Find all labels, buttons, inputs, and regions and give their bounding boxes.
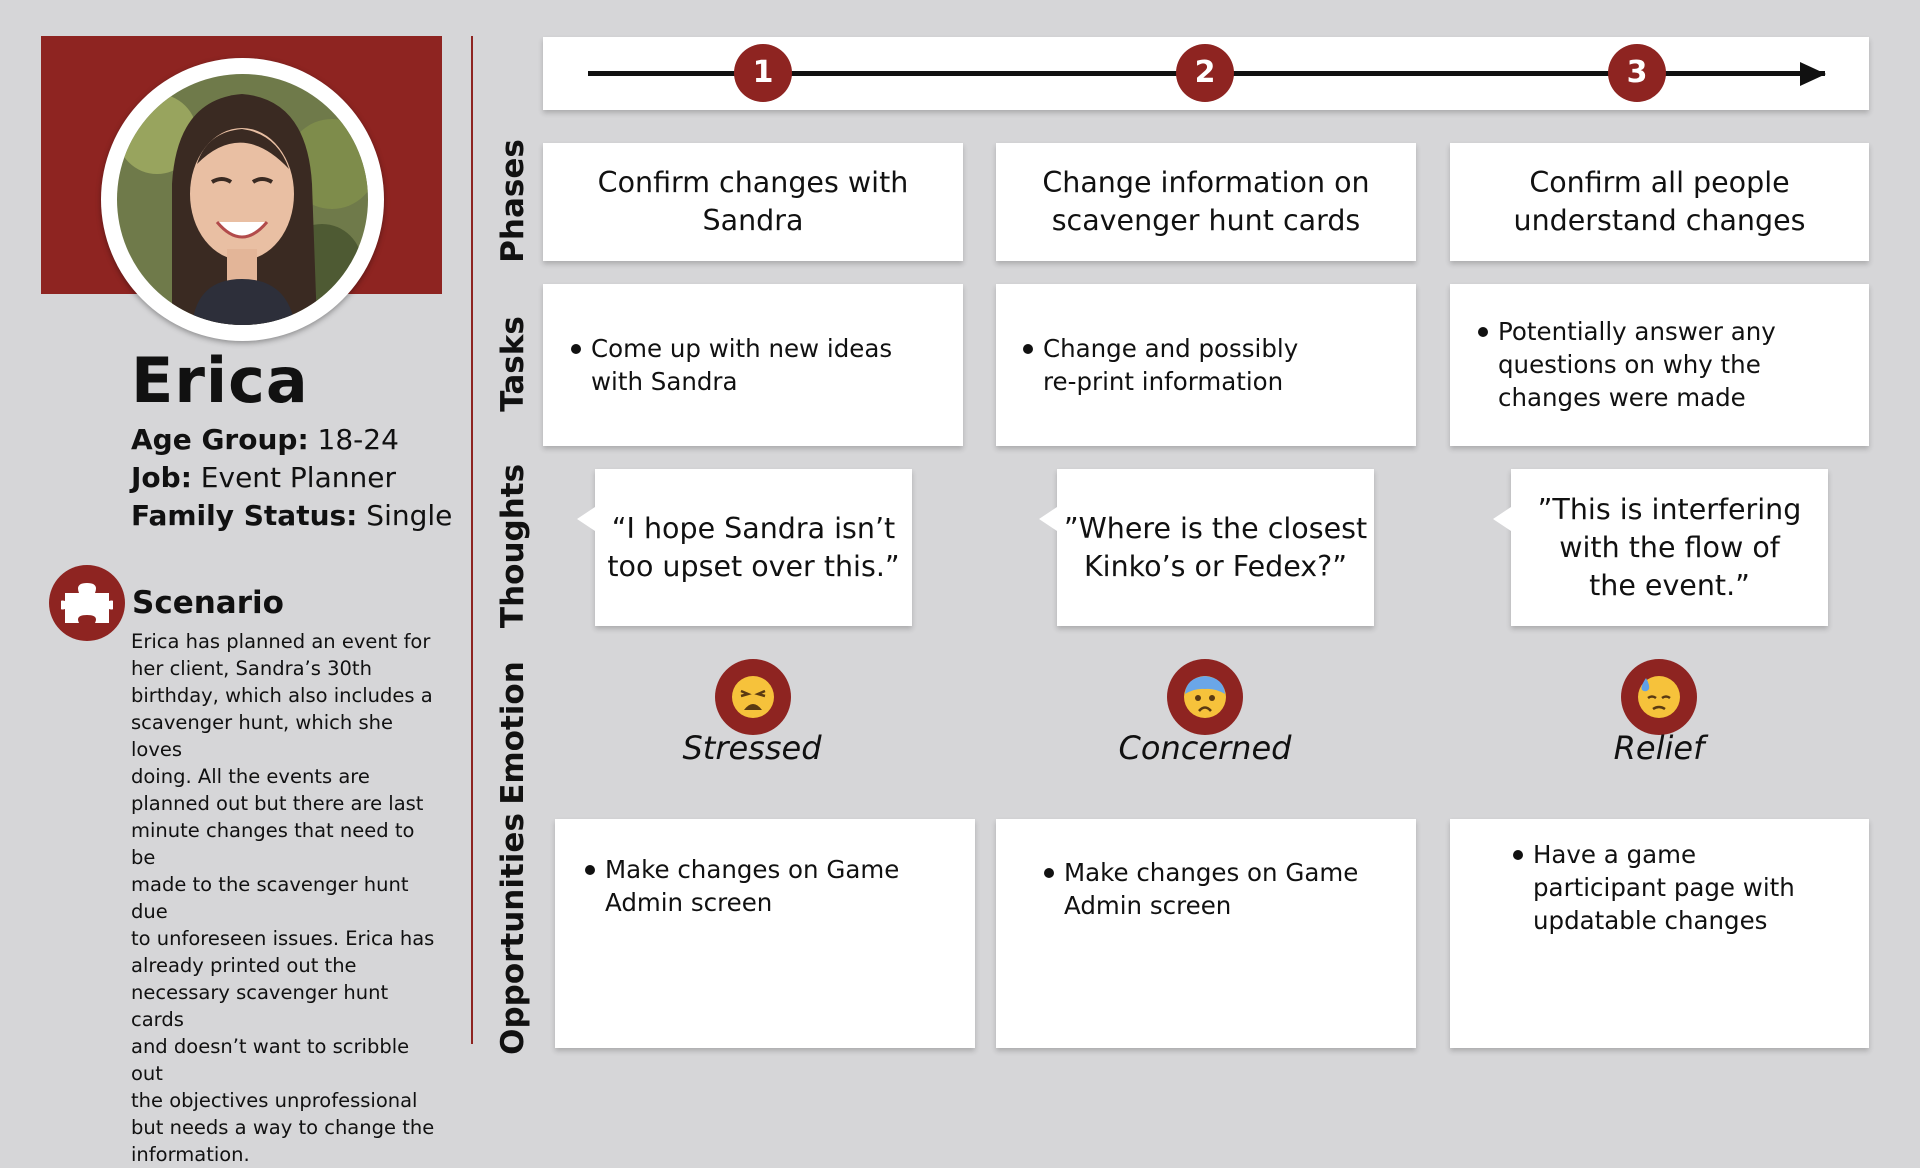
step-marker-3: 3 — [1608, 44, 1666, 102]
thought-bubble-3: ”This is interfering with the flow of th… — [1493, 469, 1828, 626]
phase-card-1: Confirm changes with Sandra — [543, 143, 963, 261]
opportunity-card-1: Make changes on Game Admin screen — [555, 819, 975, 1048]
timeline: 1 2 3 — [543, 37, 1869, 110]
task-card-1: Come up with new ideas with Sandra — [543, 284, 963, 446]
speech-tail-icon — [577, 507, 595, 531]
step-marker-2: 2 — [1176, 44, 1234, 102]
row-label-opportunities: Opportunities — [495, 813, 531, 1055]
task-card-3: Potentially answer any questions on why … — [1450, 284, 1869, 446]
task-text: Potentially answer any questions on why … — [1498, 317, 1776, 412]
row-label-emotion: Emotion — [495, 661, 531, 805]
phase-card-3: Confirm all people understand changes — [1450, 143, 1869, 261]
puzzle-icon — [49, 565, 125, 641]
speech-tail-icon — [1039, 507, 1057, 531]
emotion-label-3: Relief — [1613, 729, 1705, 767]
row-label-tasks: Tasks — [495, 316, 531, 412]
arrow-right-icon — [1800, 62, 1826, 86]
thought-text: ”Where is the closest Kinko’s or Fedex?” — [1063, 511, 1368, 583]
thought-bubble-1: “I hope Sandra isn’t too upset over this… — [577, 469, 912, 626]
bullet-icon — [1023, 344, 1033, 354]
bullet-icon — [1513, 850, 1523, 860]
phase-text: Change information on scavenger hunt car… — [1042, 166, 1370, 237]
opportunity-text: Have a game participant page with updata… — [1533, 840, 1795, 935]
opportunity-card-2: Make changes on Game Admin screen — [996, 819, 1416, 1048]
downcast-sweat-face-icon — [1621, 659, 1697, 735]
thought-text: “I hope Sandra isn’t too upset over this… — [607, 511, 900, 583]
row-label-phases: Phases — [495, 139, 531, 263]
persona-name: Erica — [131, 344, 309, 417]
job: Job: Event Planner — [131, 461, 396, 494]
bullet-icon — [571, 344, 581, 354]
scenario-title: Scenario — [132, 585, 284, 621]
thought-bubble-2: ”Where is the closest Kinko’s or Fedex?” — [1039, 469, 1374, 626]
opportunity-text: Make changes on Game Admin screen — [605, 855, 900, 917]
anxious-face-icon — [1167, 659, 1243, 735]
bullet-icon — [1044, 868, 1054, 878]
phase-text: Confirm changes with Sandra — [597, 166, 909, 237]
emotion-label-1: Stressed — [682, 729, 822, 767]
speech-tail-icon — [1493, 507, 1511, 531]
opportunity-text: Make changes on Game Admin screen — [1064, 858, 1359, 920]
emotion-label-2: Concerned — [1118, 729, 1292, 767]
task-text: Change and possibly re-print information — [1043, 334, 1299, 396]
phase-card-2: Change information on scavenger hunt car… — [996, 143, 1416, 261]
opportunity-card-3: Have a game participant page with updata… — [1450, 819, 1869, 1048]
phase-text: Confirm all people understand changes — [1513, 166, 1806, 237]
thought-text: ”This is interfering with the flow of th… — [1537, 492, 1802, 602]
row-label-thoughts: Thoughts — [495, 463, 531, 629]
family-status: Family Status: Single — [131, 499, 453, 532]
bullet-icon — [585, 865, 595, 875]
bullet-icon — [1478, 327, 1488, 337]
avatar — [117, 74, 368, 325]
task-card-2: Change and possibly re-print information — [996, 284, 1416, 446]
panel-divider — [471, 36, 473, 1044]
scenario-text: Erica has planned an event for her clien… — [131, 630, 435, 1166]
weary-face-icon — [715, 659, 791, 735]
step-marker-1: 1 — [734, 44, 792, 102]
task-text: Come up with new ideas with Sandra — [591, 334, 893, 396]
age-group: Age Group: 18-24 — [131, 423, 399, 456]
